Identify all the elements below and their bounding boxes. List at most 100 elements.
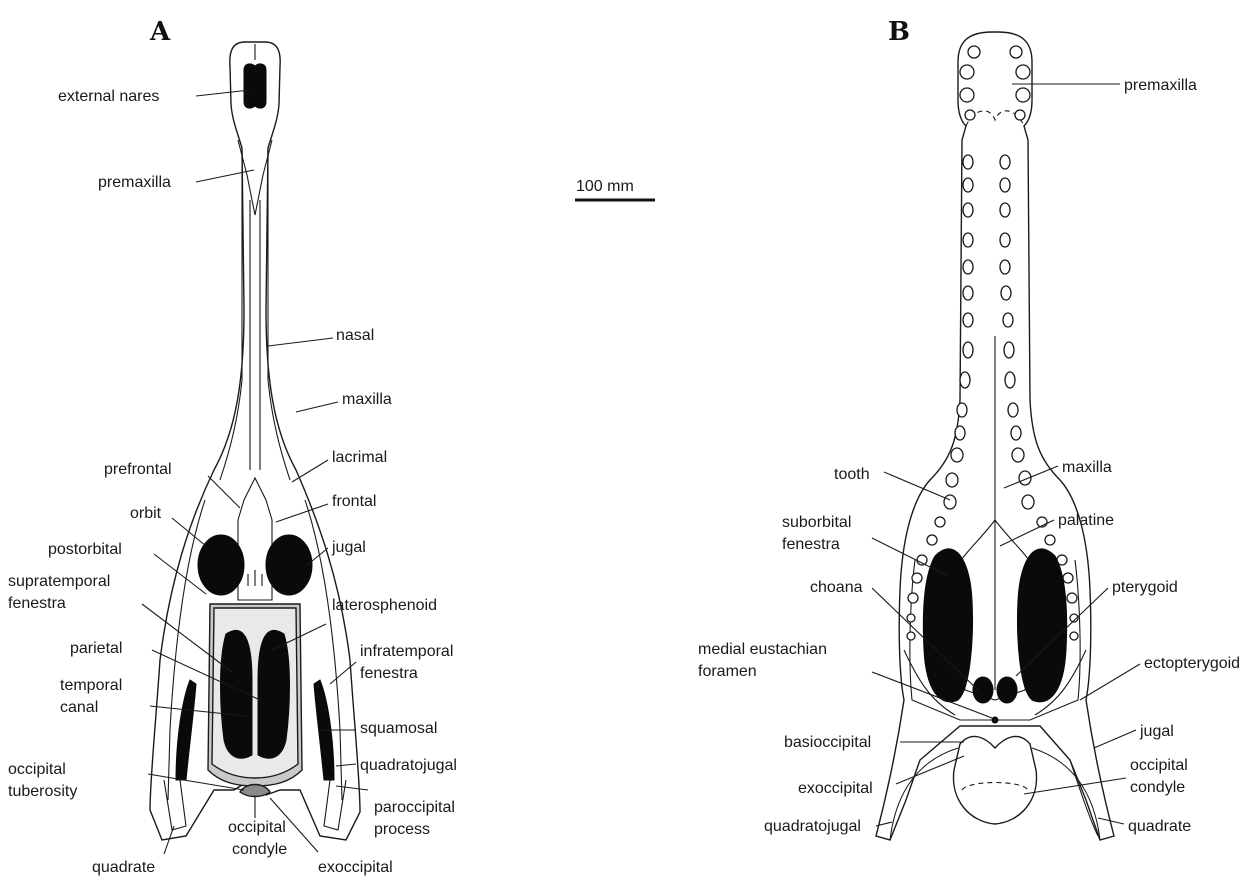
label-a-jugal: jugal (331, 539, 366, 556)
label-a-nasal: nasal (336, 327, 374, 344)
tooth (1000, 155, 1010, 169)
label-a-temporal-canal-line2: canal (60, 699, 98, 716)
tooth (963, 286, 973, 300)
tooth (963, 313, 973, 327)
tooth (963, 342, 973, 358)
tooth (907, 632, 915, 640)
panel-b-ventral-view: B (698, 17, 1240, 840)
tooth (1016, 88, 1030, 102)
label-b-medial-eustachian-line2: foramen (698, 663, 757, 680)
tooth (1011, 426, 1021, 440)
label-b-suborbital-line1: suborbital (782, 514, 851, 531)
label-b-suborbital-line2: fenestra (782, 536, 840, 553)
label-b-premaxilla: premaxilla (1124, 77, 1197, 94)
medial-eustachian-foramen (992, 717, 998, 723)
choana-right (997, 677, 1017, 703)
label-b-jugal: jugal (1139, 723, 1174, 740)
choana-left (973, 677, 993, 703)
tooth (1015, 110, 1025, 120)
label-a-infratemporal-line2: fenestra (360, 665, 418, 682)
leader-a-nasal (268, 338, 333, 346)
label-a-frontal: frontal (332, 493, 376, 510)
tooth (1005, 372, 1015, 388)
tooth (1022, 495, 1034, 509)
label-a-quadrate: quadrate (92, 859, 155, 876)
orbit-right (266, 535, 312, 595)
tooth (927, 535, 937, 545)
label-a-occipital-tuberosity-line1: occipital (8, 761, 66, 778)
tooth (946, 473, 958, 487)
scale-bar: 100 mm (575, 178, 655, 200)
tooth (1000, 260, 1010, 274)
label-a-premaxilla: premaxilla (98, 174, 171, 191)
tooth (960, 65, 974, 79)
suborbital-fenestra-left (923, 549, 972, 702)
tooth (951, 448, 963, 462)
label-a-paroccipital-line1: paroccipital (374, 799, 455, 816)
tooth (1012, 448, 1024, 462)
label-b-occipital-condyle-line1: occipital (1130, 757, 1188, 774)
label-b-pterygoid: pterygoid (1112, 579, 1178, 596)
label-b-tooth: tooth (834, 466, 870, 483)
label-a-temporal-canal-line1: temporal (60, 677, 122, 694)
label-a-supratemporal-line1: supratemporal (8, 573, 110, 590)
label-a-postorbital: postorbital (48, 541, 122, 558)
tooth (1067, 593, 1077, 603)
label-b-choana: choana (810, 579, 863, 596)
tooth (960, 88, 974, 102)
tooth (1000, 203, 1010, 217)
label-b-ectopterygoid: ectopterygoid (1144, 655, 1240, 672)
external-nares-hole (244, 64, 266, 108)
label-b-basioccipital: basioccipital (784, 734, 871, 751)
label-a-prefrontal: prefrontal (104, 461, 172, 478)
label-b-occipital-condyle-line2: condyle (1130, 779, 1185, 796)
orbit-left (198, 535, 244, 595)
label-a-occipital-condyle-line2: condyle (232, 841, 287, 858)
label-a-occipital-condyle-line1: occipital (228, 819, 286, 836)
tooth (1004, 342, 1014, 358)
label-a-infratemporal-line1: infratemporal (360, 643, 453, 660)
tooth (1016, 65, 1030, 79)
label-b-maxilla: maxilla (1062, 459, 1112, 476)
label-a-external-nares: external nares (58, 88, 159, 105)
panel-a-dorsal-view: A (8, 17, 457, 876)
tooth (907, 614, 915, 622)
tooth (963, 178, 973, 192)
label-a-maxilla: maxilla (342, 391, 392, 408)
tooth (935, 517, 945, 527)
tooth (1000, 233, 1010, 247)
label-b-quadrate: quadrate (1128, 818, 1191, 835)
label-a-paroccipital-line2: process (374, 821, 430, 838)
tooth (1008, 403, 1018, 417)
leader-b-jugal (1094, 730, 1136, 748)
label-a-lacrimal: lacrimal (332, 449, 387, 466)
tooth (963, 155, 973, 169)
tooth (1003, 313, 1013, 327)
leader-a-lacrimal (292, 460, 328, 482)
label-a-exoccipital: exoccipital (318, 859, 393, 876)
panel-b-letter: B (888, 17, 910, 47)
tooth (944, 495, 956, 509)
label-b-palatine: palatine (1058, 512, 1114, 529)
leader-b-occipital-condyle (1024, 778, 1126, 794)
scale-bar-label: 100 mm (576, 178, 634, 195)
tooth (1045, 535, 1055, 545)
label-b-exoccipital: exoccipital (798, 780, 873, 797)
label-b-medial-eustachian-line1: medial eustachian (698, 641, 827, 658)
tooth (912, 573, 922, 583)
tooth (963, 233, 973, 247)
label-a-squamosal: squamosal (360, 720, 437, 737)
tooth (963, 260, 973, 274)
label-a-quadratojugal: quadratojugal (360, 757, 457, 774)
leader-a-maxilla (296, 402, 338, 412)
tooth (963, 203, 973, 217)
tooth (1070, 632, 1078, 640)
tooth (1010, 46, 1022, 58)
label-a-parietal: parietal (70, 640, 122, 657)
label-a-supratemporal-line2: fenestra (8, 595, 66, 612)
tooth (965, 110, 975, 120)
panel-a-letter: A (149, 17, 171, 47)
label-a-occipital-tuberosity-line2: tuberosity (8, 783, 77, 800)
tooth (955, 426, 965, 440)
